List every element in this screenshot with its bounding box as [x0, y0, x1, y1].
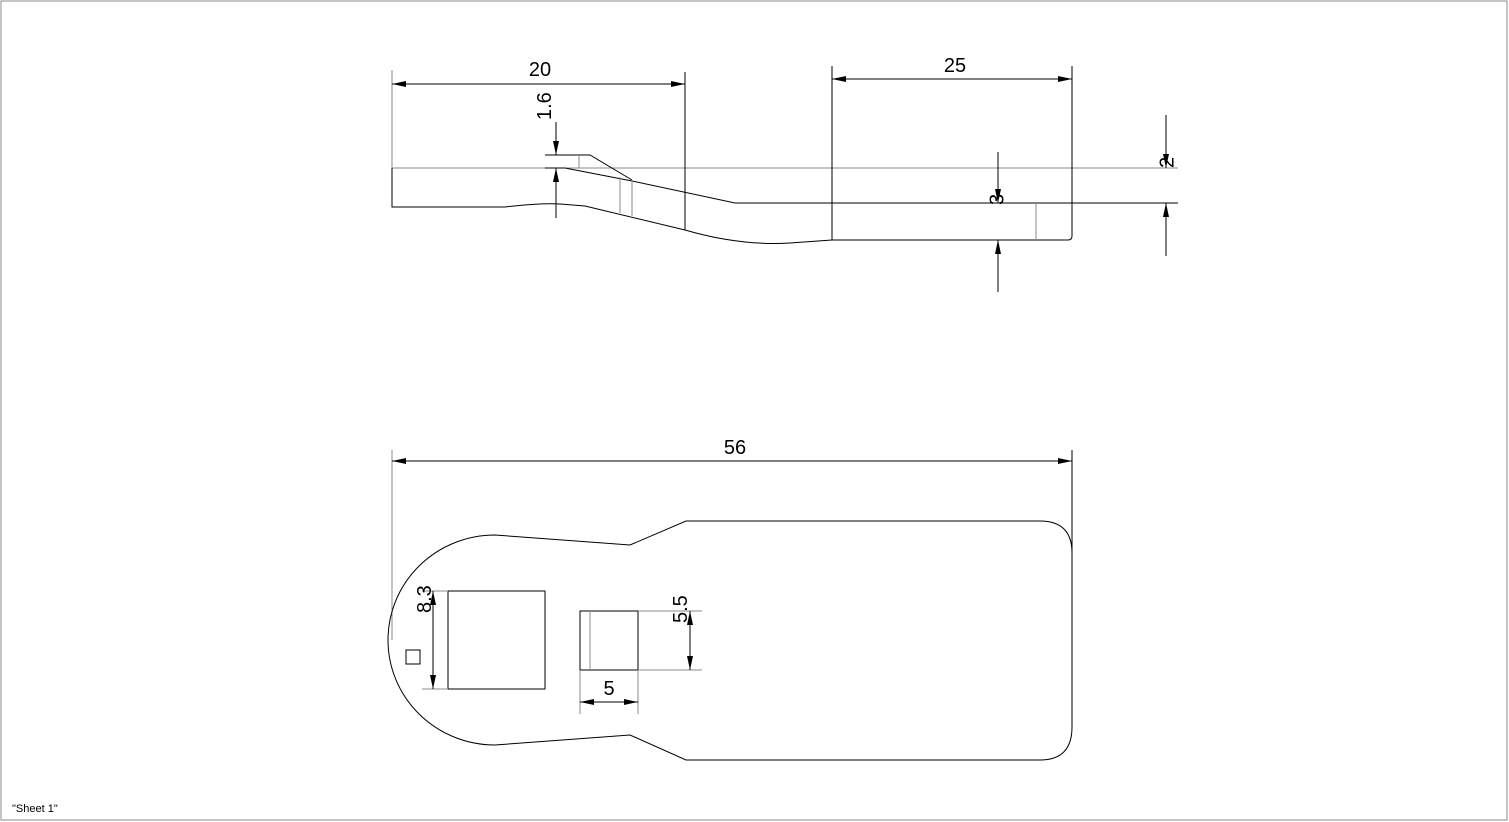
sheet-label: "Sheet 1"	[12, 803, 58, 815]
dimension-label-20: 20	[529, 59, 551, 81]
part-lower-outline	[391, 168, 1073, 244]
top-view: 56 8.3 5.5 5	[387, 437, 1073, 761]
part-upper-outline	[545, 167, 1178, 204]
dimension-label-1-6: 1.6	[534, 92, 556, 120]
dimension-label-25: 25	[944, 55, 966, 77]
square-hole	[447, 590, 546, 690]
part-outline	[387, 520, 1073, 761]
dimension-label-56: 56	[724, 437, 746, 459]
side-view: 20 25 1.6 3 2	[391, 55, 1178, 292]
dimension-label-3: 3	[986, 194, 1008, 205]
dimension-label-5-5: 5.5	[670, 595, 692, 623]
square-symbol-icon	[405, 649, 421, 665]
dimension-label-8-3: 8.3	[414, 585, 436, 613]
dimension-label-2: 2	[1156, 157, 1178, 168]
slot	[579, 610, 639, 671]
chamfer-outline	[545, 154, 633, 181]
dimension-label-5: 5	[603, 678, 614, 700]
